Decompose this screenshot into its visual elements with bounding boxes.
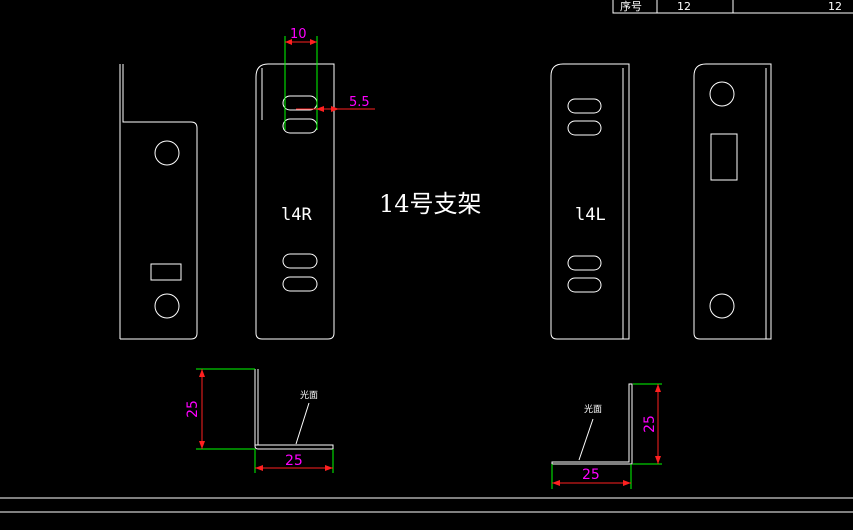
dimension-slot-pitch: 10 (284, 27, 318, 130)
dimension-10-label: 10 (290, 27, 307, 42)
section-angle-left: 25 25 光面 (185, 368, 334, 473)
drawing-frame-bottom (0, 497, 853, 513)
note-smooth-side-left: 光面 (300, 389, 318, 401)
slot (282, 95, 318, 111)
dimension-25-horizontal-right: 25 (582, 467, 600, 483)
part-mark-14r: l4R (281, 205, 312, 225)
note-smooth-side-right: 光面 (584, 403, 602, 415)
square-hole (710, 133, 738, 181)
section-angle-right: 25 25 光面 (551, 383, 662, 489)
slot (567, 255, 602, 271)
mounting-hole (154, 293, 180, 319)
view-bracket-left-side (119, 64, 198, 340)
title-block: 序号 12 12 (612, 0, 853, 14)
view-bracket-right-side (693, 63, 772, 340)
mounting-hole (154, 140, 180, 166)
view-bracket-14l: l4L (550, 63, 630, 340)
dimension-25-horizontal-left: 25 (285, 453, 303, 469)
dimension-25-vertical-left: 25 (185, 400, 201, 418)
title-block-col2: 12 (677, 0, 691, 13)
title-block-col3: 12 (828, 0, 842, 13)
slot (282, 253, 318, 269)
dimension-5-5-label: 5.5 (349, 95, 370, 110)
slot (282, 276, 318, 292)
view-bracket-14r: l4R (255, 63, 335, 340)
part-mark-14l: l4L (575, 205, 606, 225)
slot (567, 277, 602, 293)
dimension-slot-width: 5.5 (296, 95, 375, 112)
slot (567, 120, 602, 136)
drawing-title: 14号支架 (379, 190, 482, 218)
dimension-25-vertical-right: 25 (642, 415, 658, 433)
mounting-hole (709, 81, 735, 107)
title-block-label: 序号 (620, 0, 642, 13)
square-hole (150, 263, 182, 281)
slot (282, 118, 318, 134)
mounting-hole (709, 293, 735, 319)
slot (567, 98, 602, 114)
